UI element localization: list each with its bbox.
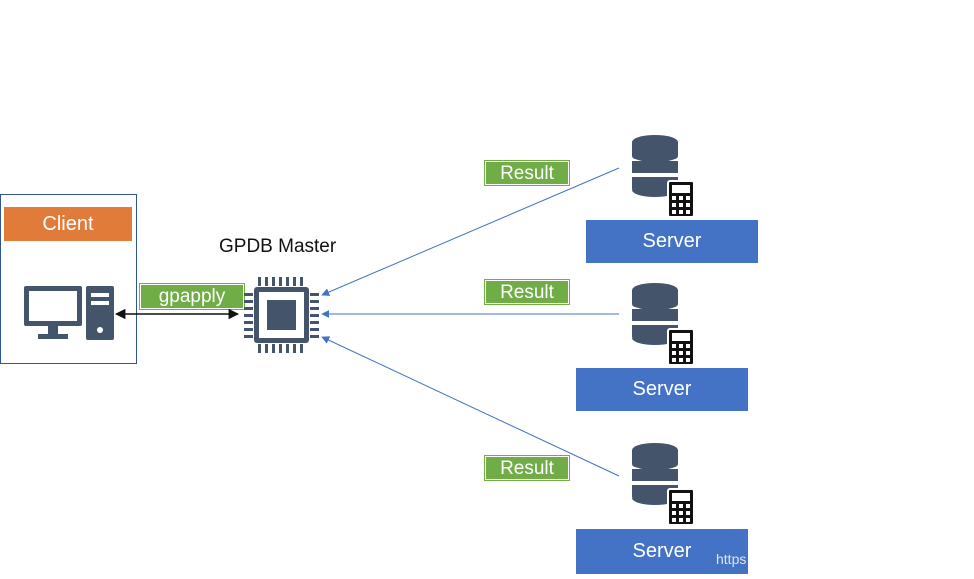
- result-label-1: Result: [484, 160, 570, 186]
- server-box-1: Server: [586, 220, 758, 263]
- gpapply-label: gpapply: [139, 283, 245, 310]
- segment-3-arrow: [321, 336, 620, 477]
- segment-1-arrow: [321, 167, 620, 296]
- database-server-icon-2: [631, 283, 695, 366]
- server-box-2: Server: [576, 368, 748, 411]
- server-box-3: Server: [576, 529, 748, 574]
- database-server-icon-1: [631, 135, 695, 218]
- client-label: Client: [4, 207, 132, 241]
- desktop-computer-icon: [24, 286, 114, 340]
- master-title: GPDB Master: [219, 236, 337, 257]
- result-label-2: Result: [484, 279, 570, 305]
- processor-chip-icon: [244, 277, 319, 353]
- result-label-3: Result: [484, 455, 570, 481]
- database-server-icon-3: [631, 443, 695, 526]
- watermark-text: https: [716, 551, 747, 567]
